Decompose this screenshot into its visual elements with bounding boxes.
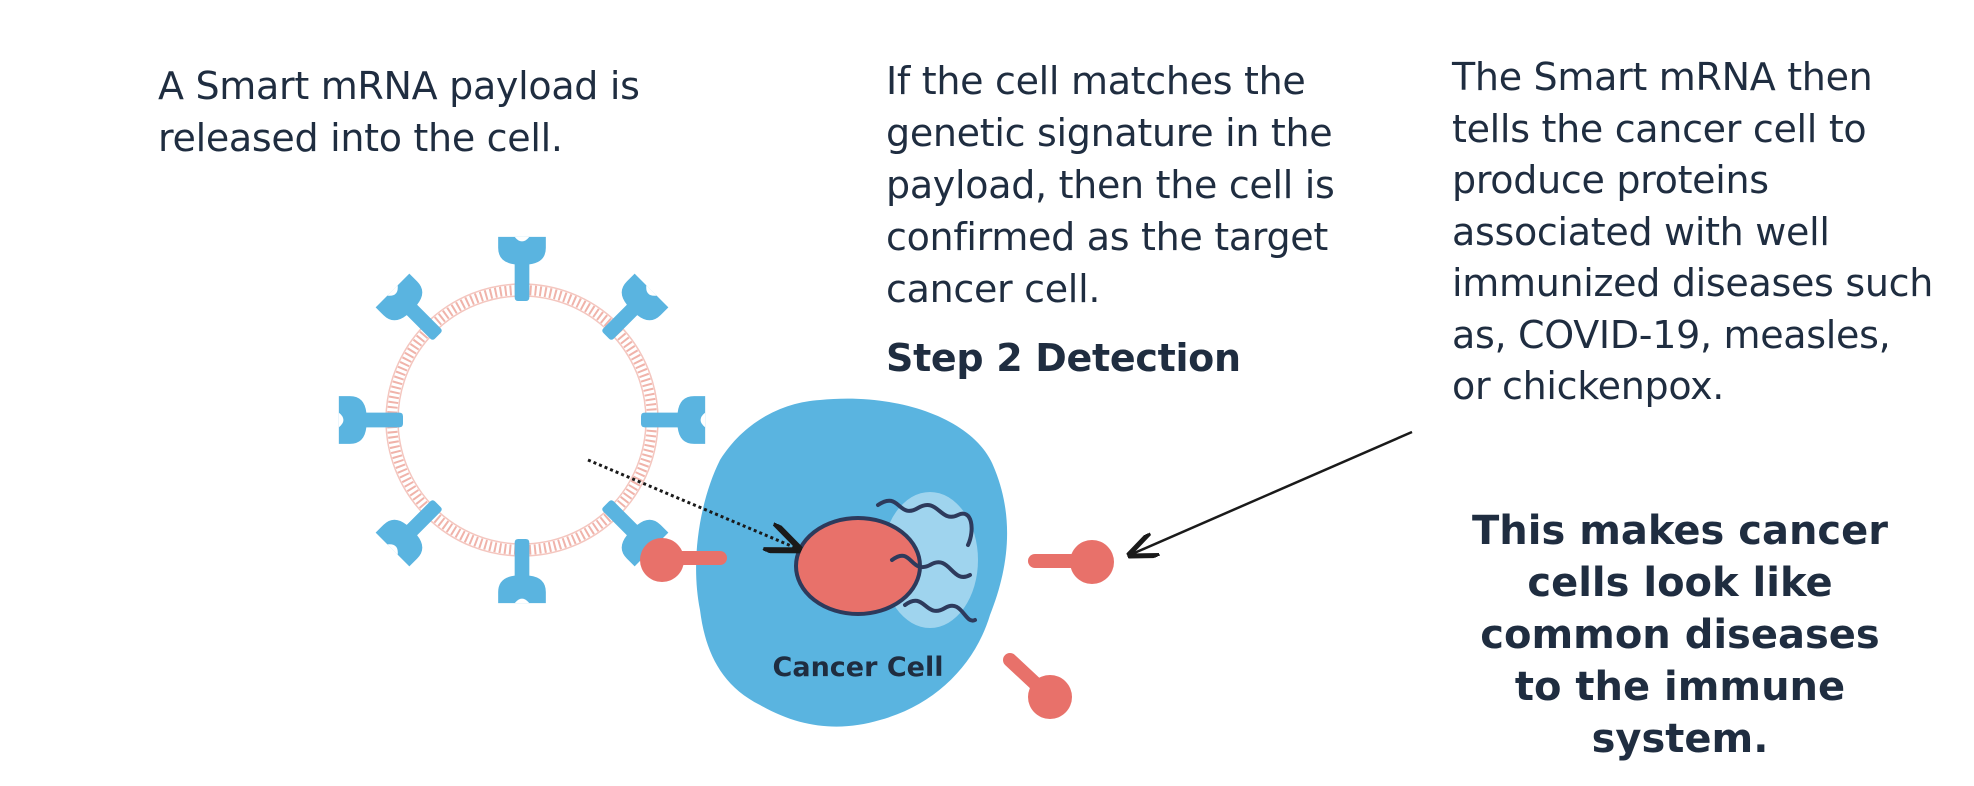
summary-statement: This makes cancer cells look like common… xyxy=(1471,508,1888,762)
release-arrow xyxy=(587,458,796,548)
production-description: The Smart mRNA then tells the cancer cel… xyxy=(1452,55,1933,408)
detection-description: If the cell matches the genetic signatur… xyxy=(886,59,1335,311)
protein-arrow xyxy=(1132,430,1413,554)
cell-label: Cancer Cell xyxy=(773,652,944,683)
mrna-strand-icon xyxy=(876,498,977,623)
release-description: A Smart mRNA payload is released into th… xyxy=(158,64,640,160)
lipid-nanoparticle-icon xyxy=(338,236,706,604)
nucleus-icon xyxy=(794,516,922,616)
surface-protein-icon xyxy=(640,538,1114,719)
cancer-cell-icon: Cancer Cell xyxy=(696,398,1008,727)
step-label: Step 2 Detection xyxy=(886,336,1241,380)
